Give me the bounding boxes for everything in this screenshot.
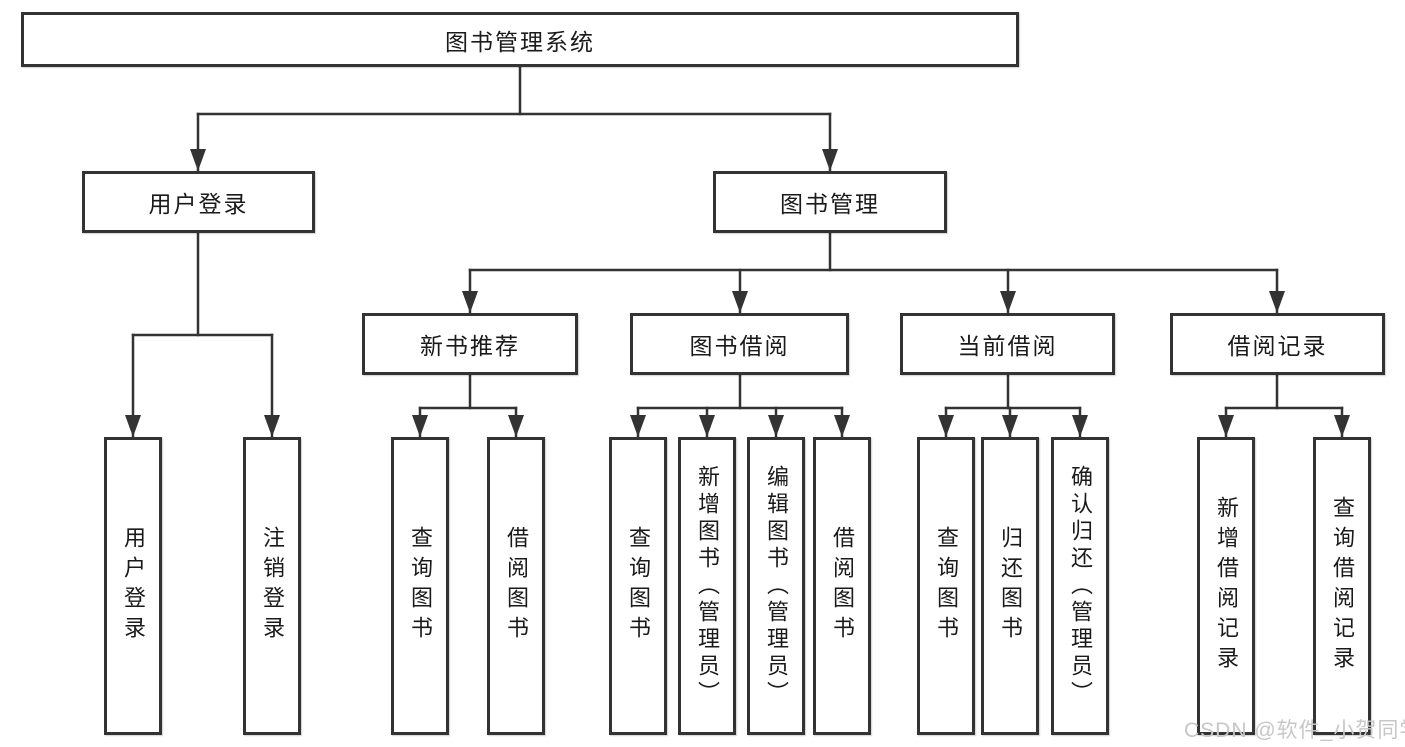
node-query-borrow-record-label: 查询借阅记录 bbox=[1330, 496, 1355, 676]
node-borrow-books-action: 借阅图书 bbox=[813, 437, 871, 735]
node-book-borrow-label: 图书借阅 bbox=[689, 333, 790, 359]
node-new-book-recommend-label: 新书推荐 bbox=[420, 333, 520, 359]
node-confirm-return-admin: 确认归还（管理员） bbox=[1051, 437, 1109, 735]
node-return-book-label: 归还图书 bbox=[998, 526, 1023, 646]
node-borrow-records-label: 借阅记录 bbox=[1227, 333, 1328, 359]
node-logout-action: 注销登录 bbox=[243, 437, 301, 735]
node-add-book-admin: 新增图书（管理员） bbox=[678, 437, 736, 735]
node-borrow-query-books-label: 查询图书 bbox=[626, 526, 651, 646]
csdn-watermark: CSDN @软件_小贺同学 bbox=[1184, 719, 1405, 742]
node-borrow-books-action-label: 借阅图书 bbox=[830, 526, 855, 646]
node-user-login: 用户登录 bbox=[82, 171, 315, 233]
node-return-book: 归还图书 bbox=[981, 437, 1039, 735]
node-current-borrow: 当前借阅 bbox=[900, 313, 1115, 375]
node-confirm-return-admin-label: 确认归还（管理员） bbox=[1068, 464, 1093, 708]
node-recommend-query-books: 查询图书 bbox=[391, 437, 449, 735]
node-logout-action-label: 注销登录 bbox=[260, 526, 285, 646]
node-recommend-query-books-label: 查询图书 bbox=[408, 526, 433, 646]
node-root-label: 图书管理系统 bbox=[445, 28, 595, 55]
node-user-login-action-label: 用户登录 bbox=[121, 526, 146, 646]
node-recommend-borrow-books: 借阅图书 bbox=[487, 437, 545, 735]
node-query-borrow-record: 查询借阅记录 bbox=[1313, 437, 1371, 735]
node-new-book-recommend: 新书推荐 bbox=[362, 313, 578, 375]
node-recommend-borrow-books-label: 借阅图书 bbox=[504, 526, 529, 646]
node-current-query-books: 查询图书 bbox=[917, 437, 975, 735]
node-add-book-admin-label: 新增图书（管理员） bbox=[695, 464, 720, 708]
node-user-login-action: 用户登录 bbox=[104, 437, 162, 735]
node-current-query-books-label: 查询图书 bbox=[934, 526, 959, 646]
node-edit-book-admin-label: 编辑图书（管理员） bbox=[764, 464, 789, 708]
node-book-management: 图书管理 bbox=[713, 171, 947, 233]
node-root: 图书管理系统 bbox=[21, 12, 1019, 67]
node-current-borrow-label: 当前借阅 bbox=[957, 333, 1058, 359]
node-add-borrow-record: 新增借阅记录 bbox=[1197, 437, 1255, 735]
node-borrow-records: 借阅记录 bbox=[1170, 313, 1385, 375]
node-book-management-label: 图书管理 bbox=[780, 191, 880, 217]
node-book-borrow: 图书借阅 bbox=[630, 313, 849, 375]
node-add-borrow-record-label: 新增借阅记录 bbox=[1214, 496, 1239, 676]
node-user-login-label: 用户登录 bbox=[148, 191, 249, 217]
node-borrow-query-books: 查询图书 bbox=[609, 437, 667, 735]
node-edit-book-admin: 编辑图书（管理员） bbox=[747, 437, 805, 735]
